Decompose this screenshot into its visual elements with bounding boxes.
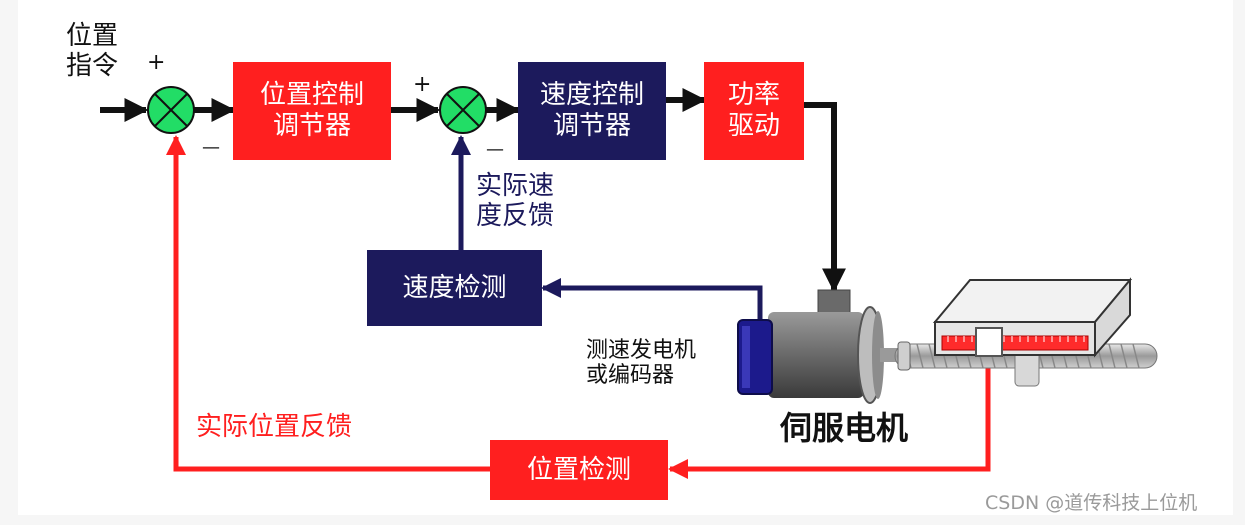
speed-feedback-label: 实际速 度反馈 xyxy=(476,171,555,231)
power-drive-block: 功率 驱动 xyxy=(704,62,804,160)
speed-detect-block: 速度检测 xyxy=(367,250,542,326)
watermark: CSDN @道传科技上位机 xyxy=(985,492,1198,514)
minus-sign-2: — xyxy=(486,139,504,160)
power-drive-to-motor xyxy=(804,102,846,293)
tacho-encoder-label: 测速发电机 或编码器 xyxy=(586,338,697,389)
servo-motor-label: 伺服电机 xyxy=(780,409,909,447)
position-controller-block: 位置控制 调节器 xyxy=(233,62,391,160)
plus-sign-1: + xyxy=(147,50,166,75)
servo-motor-illustration xyxy=(768,289,900,404)
position-command-label: 位置 指令 xyxy=(66,21,119,81)
speed-controller-block: 速度控制 调节器 xyxy=(518,62,666,160)
position-detect-to-sum1 xyxy=(166,135,490,472)
summing-junction-2 xyxy=(439,86,487,134)
minus-sign-1: — xyxy=(202,137,220,158)
linear-scale-illustration xyxy=(941,327,1089,357)
encoder-to-speed-detect xyxy=(541,278,763,320)
scale-to-position-detect xyxy=(668,346,991,479)
plus-sign-2: + xyxy=(413,72,432,97)
encoder-illustration xyxy=(737,319,773,395)
position-feedback-label: 实际位置反馈 xyxy=(196,412,353,442)
position-detect-block: 位置检测 xyxy=(490,440,668,500)
summing-junction-1 xyxy=(147,86,195,134)
